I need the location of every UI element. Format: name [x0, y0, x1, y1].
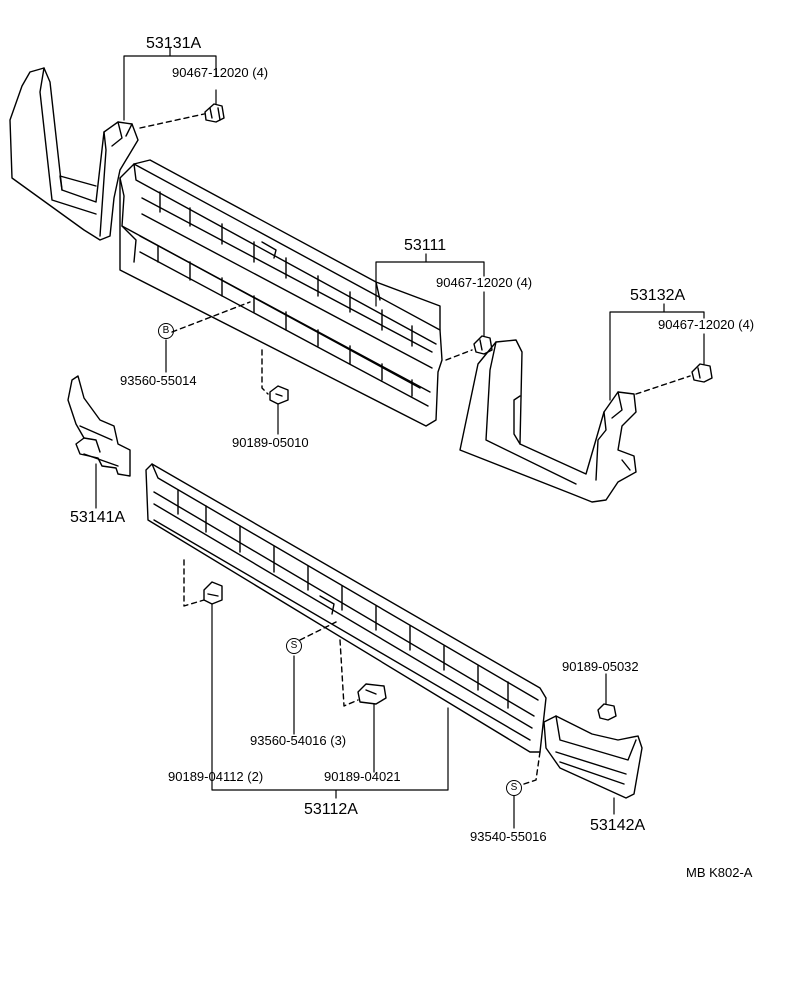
- label-90189-05010: 90189-05010: [232, 435, 309, 450]
- clip-90467-middle: [473, 335, 493, 355]
- label-93540-55016: 93540-55016: [470, 829, 547, 844]
- label-53131A: 53131A: [146, 35, 202, 52]
- symbol-s-screw-corner: S: [506, 780, 522, 796]
- label-90467-12020-left: 90467-12020 (4): [172, 65, 269, 80]
- clip-90189-04112: [203, 581, 223, 605]
- clip-90467-right: [691, 363, 713, 383]
- clip-90467-left: [204, 103, 225, 123]
- bracket-53132A-shape: [459, 339, 637, 503]
- leader-screw-s1: [299, 621, 337, 641]
- grille-53111-shape: [119, 159, 443, 427]
- label-93560-54016: 93560-54016 (3): [250, 733, 347, 748]
- leader-clip-middle: [445, 349, 473, 361]
- leader-clip-04112: [183, 559, 205, 607]
- label-90189-04112: 90189-04112 (2): [168, 769, 264, 784]
- label-53142A: 53142A: [590, 817, 646, 834]
- corner-piece-53142A-shape: [543, 715, 643, 799]
- bracket-53131A-shape: [9, 67, 139, 241]
- label-53111: 53111: [404, 237, 447, 254]
- leader-screw-b: [171, 301, 251, 333]
- clip-90189-05032: [597, 703, 617, 721]
- diagram-code: MB K802-A: [686, 865, 753, 880]
- side-piece-53141A-shape: [67, 375, 131, 477]
- label-53132A: 53132A: [630, 287, 686, 304]
- grille-53112A-shape: [145, 463, 547, 753]
- label-90467-12020-middle: 90467-12020 (4): [436, 275, 533, 290]
- label-53141A: 53141A: [70, 509, 126, 526]
- symbol-b-screw: B: [158, 323, 174, 339]
- label-90467-12020-right: 90467-12020 (4): [658, 317, 755, 332]
- clip-90189-04021: [357, 683, 387, 705]
- label-90189-04021: 90189-04021: [324, 769, 401, 784]
- label-90189-05032: 90189-05032: [562, 659, 639, 674]
- leader-screw-s2: [523, 751, 541, 785]
- callout-lines: [95, 47, 705, 829]
- leader-clip-left: [139, 113, 205, 129]
- symbol-s-screw-lower: S: [286, 638, 302, 654]
- leader-clip-04021: [339, 639, 359, 707]
- clip-90189-05010: [269, 385, 289, 405]
- leader-clip-right: [635, 375, 691, 395]
- label-53112A: 53112A: [304, 801, 358, 818]
- leader-clip-05010: [261, 349, 269, 395]
- label-93560-55014: 93560-55014: [120, 373, 197, 388]
